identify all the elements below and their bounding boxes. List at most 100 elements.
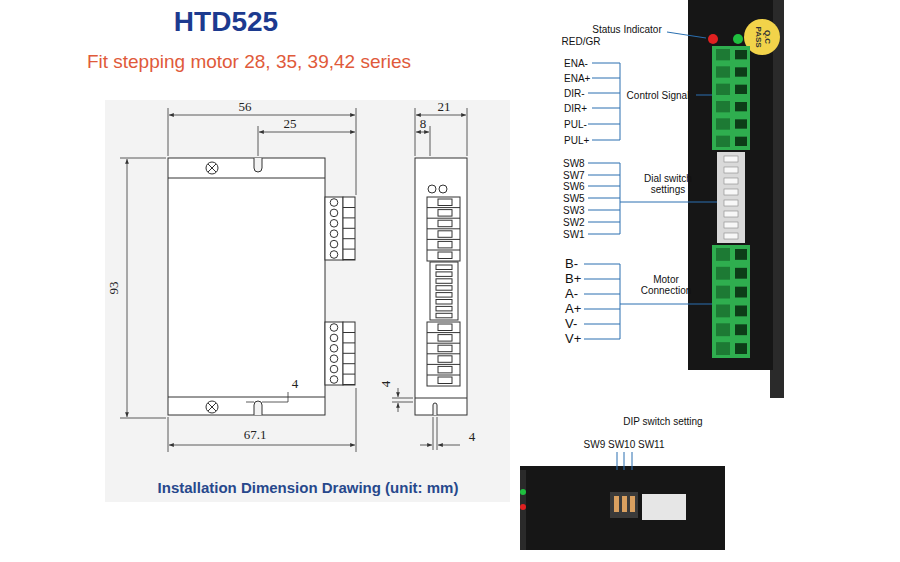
terminal-screw: [716, 286, 730, 299]
terminal-opening: [735, 67, 747, 76]
drawing-ground: [105, 100, 510, 502]
leader-lines-part: [588, 234, 620, 235]
driver-photo-part: [716, 49, 747, 355]
driver-photo-part: [708, 34, 718, 44]
terminal-divider: [343, 374, 355, 375]
dimension-lines-part: [127, 159, 128, 417]
terminal-divider: [343, 238, 355, 239]
driver-side-photo-part: [520, 489, 526, 495]
terminal-screw: [330, 365, 338, 373]
leader-lines-part: [592, 108, 620, 109]
drawing-caption: Installation Dimension Drawing (unit: mm…: [158, 480, 459, 497]
terminal-opening: [438, 356, 452, 363]
dip-switch: [724, 211, 738, 217]
terminal-divider: [427, 375, 460, 376]
front-view-part: [343, 197, 355, 260]
leader-lines-part: [584, 264, 620, 265]
driver-side-photo-part: [520, 504, 526, 510]
callout-label: Control Signal: [627, 90, 690, 101]
dimension-lines-part: [467, 108, 468, 156]
dimension-value: 8: [420, 117, 427, 131]
dip-switch: [436, 279, 452, 284]
driver-side-photo-part: [622, 496, 627, 512]
leader-lines-part: [592, 63, 620, 64]
front-view-part: [168, 397, 325, 398]
dimension-lines-part: [416, 132, 429, 133]
front-view-part: [208, 403, 216, 411]
callout-label: V+: [565, 332, 581, 346]
driver-photo-part: [712, 46, 750, 150]
dimension-lines-part: [262, 402, 288, 403]
callout-label: PUL+: [564, 135, 589, 146]
callout-label: DIR+: [564, 103, 587, 114]
terminal-opening: [735, 119, 747, 128]
terminal-screw: [716, 305, 730, 318]
dimension-lines-part: [120, 158, 166, 159]
dimension-value: 21: [438, 100, 451, 114]
side-view-part: [427, 197, 460, 261]
callout-label: V-: [565, 317, 577, 331]
dip-switch: [436, 313, 452, 318]
leader-lines-part: [620, 264, 621, 339]
dimension-value: 4: [292, 377, 299, 391]
front-view-part: [206, 401, 218, 413]
terminal-divider: [343, 228, 355, 229]
side-view-part: [427, 199, 460, 384]
terminal-screw: [716, 267, 730, 280]
callout-label: DIP switch setting: [623, 416, 702, 427]
dimension-lines-part: [437, 417, 438, 450]
leader-lines-part: [617, 452, 618, 470]
terminal-screw: [716, 118, 730, 129]
callout-label: SW2: [563, 217, 585, 228]
terminal-divider: [343, 342, 355, 343]
leader-lines-part: [584, 294, 620, 295]
dimension-lines-part: [356, 108, 357, 195]
dimension-lines: [120, 108, 467, 452]
terminal-screw: [330, 355, 338, 363]
dip-switch: [436, 306, 452, 311]
callout-label: A-: [565, 287, 578, 301]
dimension-lines-part: [438, 445, 460, 446]
dip-switch: [436, 300, 452, 305]
terminal-divider: [427, 218, 460, 219]
terminal-opening: [735, 343, 747, 354]
driver-side-photo-part: [614, 496, 619, 512]
terminal-screw: [330, 240, 338, 248]
leader-lines-part: [584, 339, 620, 340]
leader-lines-part: [588, 210, 620, 211]
driver-photo: [688, 0, 784, 398]
dimension-lines-part: [246, 402, 254, 403]
callout-label: SW7: [563, 170, 585, 181]
dimension-lines-part: [433, 417, 434, 450]
page-title: HTD525: [174, 7, 278, 38]
terminal-screw: [716, 49, 730, 60]
dimension-lines-part: [258, 126, 259, 156]
callout-label: Motor Connection: [630, 274, 702, 296]
terminal-divider: [343, 207, 355, 208]
callout-label: PUL-: [564, 119, 587, 130]
dip-switch: [724, 167, 738, 173]
callout-label: ENA+: [564, 73, 590, 84]
callout-label: SW5: [563, 193, 585, 204]
terminal-screw: [330, 209, 338, 217]
leader-lines-part: [620, 63, 621, 140]
terminal-opening: [438, 210, 452, 217]
terminal-opening: [735, 306, 747, 317]
callout-label: SW9 SW10 SW11: [584, 439, 665, 450]
dimension-lines-part: [120, 418, 166, 419]
leader-lines-part: [667, 32, 706, 38]
callout-label: DIR-: [564, 88, 585, 99]
leader-lines-part: [588, 124, 620, 125]
terminal-opening: [735, 85, 747, 94]
dimension-lines-part: [169, 445, 355, 446]
terminal-screw: [716, 84, 730, 95]
terminal-divider: [427, 250, 460, 251]
terminal-screw: [716, 101, 730, 112]
callout-label: ENA-: [564, 58, 588, 69]
front-view-part: [254, 401, 262, 415]
front-view: [168, 158, 355, 415]
dimension-lines-part: [420, 445, 432, 446]
terminal-divider: [427, 228, 460, 229]
side-view-part: [415, 398, 467, 399]
terminal-divider: [427, 364, 460, 365]
